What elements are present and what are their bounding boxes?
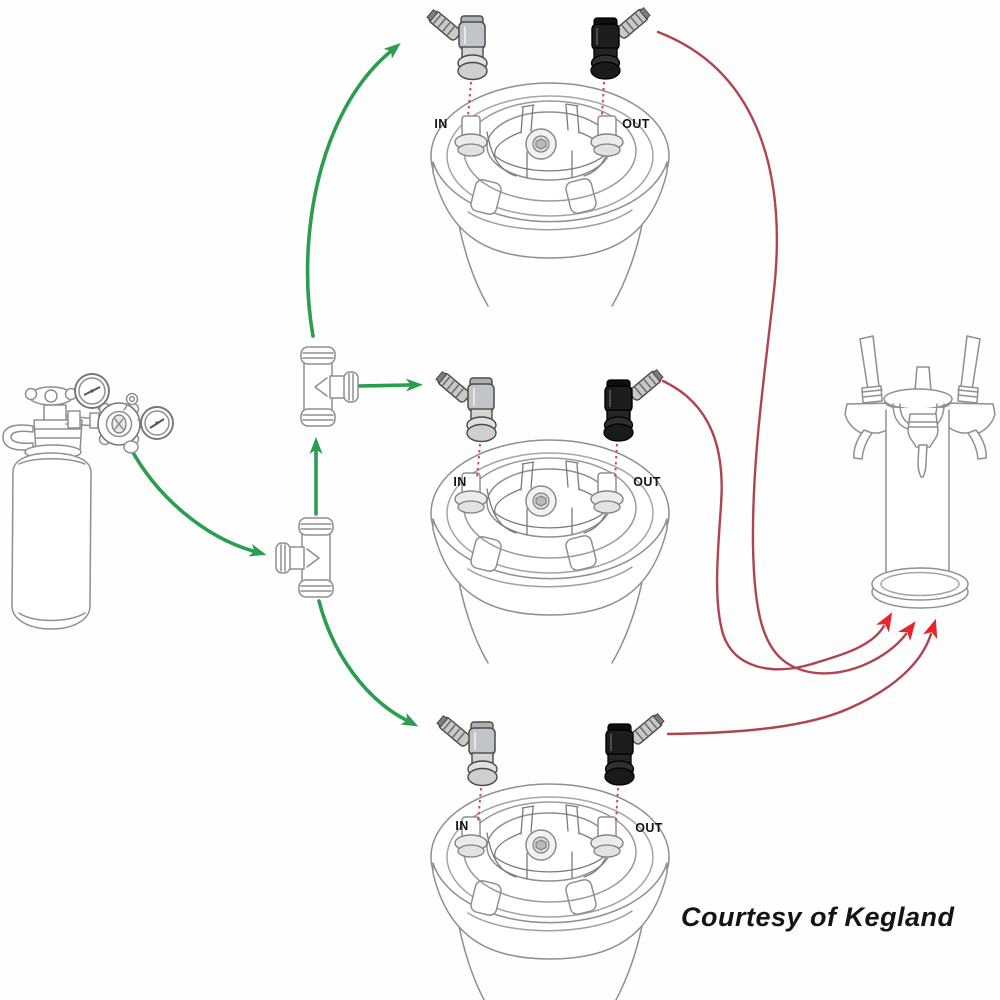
gas-line-tee-to-top-keg <box>305 43 401 338</box>
beer-line-top-keg-to-tower <box>656 30 916 675</box>
regulator-outlet <box>123 440 139 454</box>
tower-base <box>871 567 969 609</box>
beer-line-bottom-keg-to-tower <box>666 618 938 736</box>
gas-line-tee-to-bottom-keg <box>317 599 419 727</box>
keg-middle <box>430 439 670 664</box>
carry-handle <box>2 424 34 451</box>
out-label-middle-keg: OUT <box>633 475 661 489</box>
tap-tower <box>844 335 996 609</box>
gas-line-tee-to-middle-keg <box>356 378 423 392</box>
beer-line-middle-keg-to-tower <box>661 379 893 671</box>
in-label-top-keg: IN <box>434 117 447 131</box>
out-label-top-keg: OUT <box>622 117 650 131</box>
in-label-middle-keg: IN <box>453 475 466 489</box>
port-labels: IN OUT IN OUT IN OUT <box>434 117 662 835</box>
gas-tee-splitter-top <box>300 346 359 427</box>
tap-faucet-right <box>940 335 996 460</box>
beer-lines <box>656 30 938 736</box>
co2-cylinder-regulator <box>2 373 174 630</box>
pressure-gauge-right <box>140 406 174 440</box>
in-label-bottom-keg: IN <box>455 819 468 833</box>
out-label-bottom-keg: OUT <box>635 821 663 835</box>
gas-tee-splitter-bottom <box>275 517 334 598</box>
tap-faucet-center <box>907 413 939 478</box>
credit-text: Courtesy of Kegland <box>681 902 955 932</box>
pressure-gauge-left <box>74 373 110 409</box>
tower-column <box>886 408 949 580</box>
tower-flange <box>883 388 953 410</box>
gas-line-co2-to-tee <box>129 447 267 557</box>
tank-body <box>11 452 92 630</box>
keg-bottom <box>430 783 670 1000</box>
gas-lines <box>129 43 423 727</box>
co2-regulator <box>65 373 174 454</box>
